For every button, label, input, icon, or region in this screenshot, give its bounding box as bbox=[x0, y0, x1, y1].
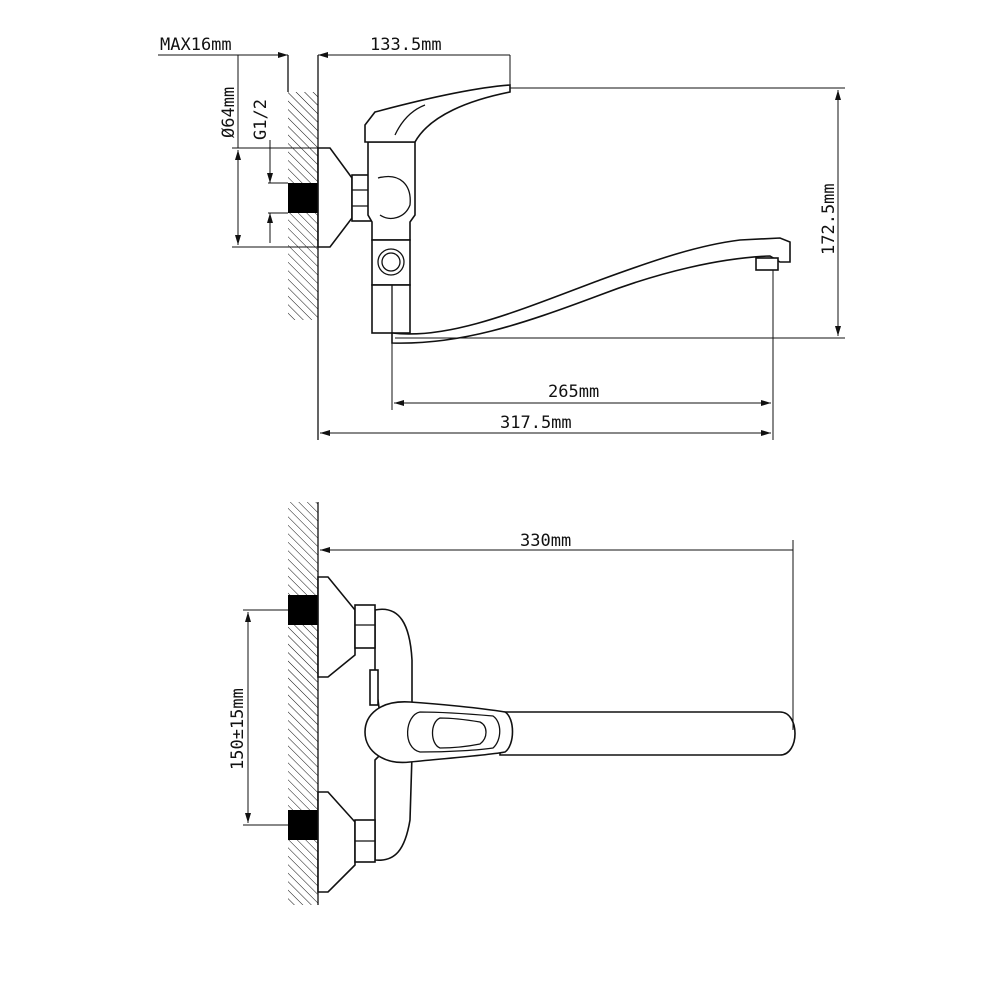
connector-nut-lower bbox=[354, 819, 376, 863]
inlet-pipe-block-lower bbox=[288, 810, 318, 840]
wall-flange bbox=[317, 147, 353, 248]
connector-nut-upper bbox=[354, 604, 376, 649]
inlet-pipe-block bbox=[288, 183, 318, 213]
wall-flange-upper bbox=[317, 576, 356, 678]
dim-172-5: 172.5mm bbox=[819, 183, 839, 255]
aerator bbox=[755, 257, 779, 271]
spout-top bbox=[499, 711, 796, 756]
dim-diameter-64: Ø64mm bbox=[219, 87, 239, 138]
mixer-body bbox=[367, 141, 416, 334]
wall-section bbox=[288, 502, 319, 905]
dimensions-top: 330mm 150±15mm bbox=[228, 531, 794, 826]
inlet-pipe-block-upper bbox=[288, 595, 318, 625]
lever-handle bbox=[364, 701, 514, 764]
dimensions-side: MAX16mm 133.5mm Ø64mm G1/2 172.5mm 265mm… bbox=[158, 35, 845, 440]
spout bbox=[391, 237, 791, 344]
dim-max16: MAX16mm bbox=[160, 35, 232, 55]
dim-317-5: 317.5mm bbox=[500, 413, 572, 433]
dim-330: 330mm bbox=[520, 531, 571, 551]
mixer-body bbox=[374, 608, 413, 716]
dim-150-15: 150±15mm bbox=[228, 688, 248, 770]
lever-handle bbox=[364, 84, 511, 143]
wall-section bbox=[287, 55, 319, 440]
wall-flange-lower bbox=[317, 791, 356, 893]
side-view: MAX16mm 133.5mm Ø64mm G1/2 172.5mm 265mm… bbox=[158, 35, 845, 440]
dim-133-5: 133.5mm bbox=[370, 35, 442, 55]
dim-thread-g1-2: G1/2 bbox=[251, 99, 271, 140]
dim-265: 265mm bbox=[548, 382, 599, 402]
top-view: 330mm 150±15mm bbox=[228, 502, 796, 905]
